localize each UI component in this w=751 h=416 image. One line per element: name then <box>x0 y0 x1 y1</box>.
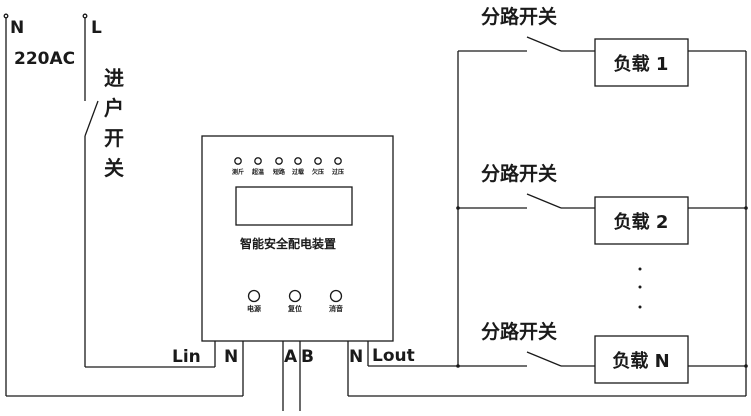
mute-button[interactable] <box>329 289 343 303</box>
branch-switch-label: 分路开关 <box>481 162 557 185</box>
branch-switch-label: 分路开关 <box>481 320 557 343</box>
n-out-label: N <box>349 347 363 367</box>
device-title: 智能安全配电装置 <box>239 236 336 251</box>
indicator-led <box>275 157 283 165</box>
b-label: B <box>301 347 314 367</box>
junction-dot <box>744 364 748 368</box>
lin-label: Lin <box>172 347 201 367</box>
l-label: L <box>91 18 102 38</box>
indicator-led <box>294 157 302 165</box>
indicator-label: 过载 <box>292 168 304 176</box>
power-button[interactable] <box>247 289 261 303</box>
reset-button-label: 复位 <box>287 304 302 313</box>
a-label: A <box>284 347 298 367</box>
load-box <box>594 196 689 245</box>
main-switch-label-4: 关 <box>104 156 124 180</box>
junction-dot <box>456 206 460 210</box>
mute-button-label: 消音 <box>329 304 343 313</box>
n-in-label: N <box>224 347 238 367</box>
branch-switch-blade <box>526 193 562 209</box>
ellipsis-dot <box>638 267 642 271</box>
indicator-led <box>234 157 242 165</box>
main-switch-label-1: 进 <box>104 66 124 90</box>
reset-button[interactable] <box>288 289 302 303</box>
indicator-led <box>314 157 322 165</box>
indicator-label: 超温 <box>251 168 264 176</box>
load-label: 负载 2 <box>614 211 669 233</box>
branch-switch-blade <box>526 351 562 367</box>
indicator-led <box>254 157 262 165</box>
indicator-label: 短路 <box>273 168 286 176</box>
load-label: 负载 N <box>612 350 669 372</box>
voltage-label: 220AC <box>14 49 75 69</box>
indicator-led <box>334 157 342 165</box>
load-label: 负载 1 <box>614 53 669 75</box>
n-label: N <box>10 18 24 38</box>
branch-switch-blade <box>526 36 562 52</box>
indicator-label: 欠压 <box>312 168 324 176</box>
junction-dot <box>744 206 748 210</box>
indicator-label: 测斤 <box>232 168 244 176</box>
ellipsis-dot <box>638 305 642 309</box>
main-switch-label-3: 开 <box>104 126 124 150</box>
device-enclosure <box>201 135 394 342</box>
l-terminal-dot <box>82 13 88 19</box>
indicator-label: 过压 <box>332 168 344 176</box>
lout-label: Lout <box>372 346 415 366</box>
power-button-label: 电源 <box>247 304 261 313</box>
n-terminal-dot <box>3 13 9 19</box>
indicator-leds <box>234 157 342 165</box>
main-switch-blade <box>84 100 99 137</box>
branch-switch-label: 分路开关 <box>481 5 557 28</box>
load-box <box>594 38 689 87</box>
load-box <box>594 335 689 384</box>
device-display <box>235 186 353 226</box>
junction-dot <box>456 364 460 368</box>
main-switch-label-2: 户 <box>104 96 124 120</box>
ellipsis-dot <box>638 285 642 289</box>
